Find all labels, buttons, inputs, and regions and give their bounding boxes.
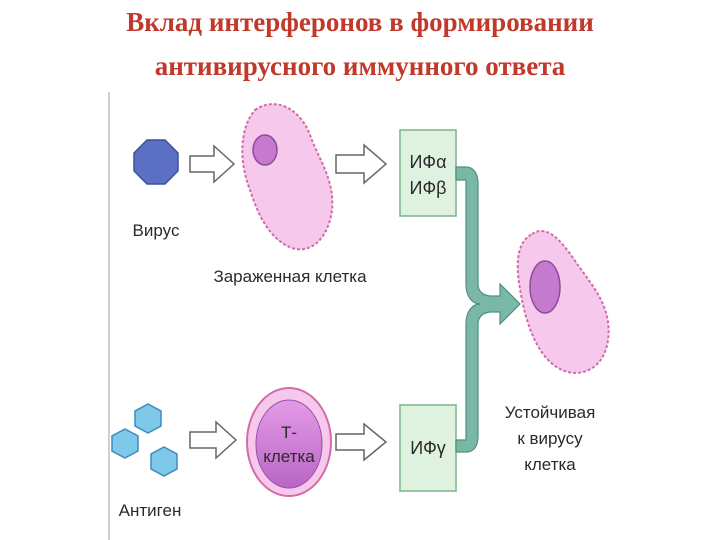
- t-cell-nucleus: [255, 399, 323, 489]
- infected-cell-label: Зараженная клетка: [213, 267, 367, 286]
- resistant-cell: [516, 230, 610, 374]
- virus-label: Вирус: [133, 221, 180, 240]
- antigen-hexagon: [150, 446, 178, 477]
- resistant-cell-nucleus: [529, 260, 561, 314]
- resistant-cell-label-line-2: к вирусу: [517, 429, 583, 448]
- ifn-alpha-label: ИФα: [409, 152, 446, 172]
- left-divider: [108, 92, 110, 540]
- ifn-gamma-label: ИФγ: [410, 438, 446, 458]
- resistant-cell-label-line-3: клетка: [524, 455, 576, 474]
- t-cell-label-line-1: Т-: [281, 423, 297, 442]
- infected-cell: [241, 103, 334, 251]
- title-line-2: антивирусного иммунного ответа: [154, 51, 566, 81]
- antigen-hexagon: [134, 403, 162, 434]
- title-line-1: Вклад интерферонов в формировании: [126, 7, 594, 37]
- arrow-virus-to-cell: [189, 144, 236, 184]
- arrow-cell-to-ifn-ab: [335, 143, 388, 185]
- antigen-label: Антиген: [119, 501, 182, 520]
- arrow-antigen-to-tcell: [189, 420, 238, 460]
- t-cell-label-line-2: клетка: [263, 447, 315, 466]
- infected-cell-nucleus: [252, 134, 278, 166]
- ifn-alpha-beta-box: [399, 129, 457, 217]
- resistant-cell-label-line-1: Устойчивая: [505, 403, 596, 422]
- ifn-gamma-box: [399, 404, 457, 492]
- ifn-beta-label: ИФβ: [410, 178, 447, 198]
- ifn-connector-arrow: [455, 166, 521, 453]
- virus-octagon: [133, 139, 179, 185]
- arrow-tcell-to-ifn-g: [335, 422, 388, 462]
- page-title: Вклад интерферонов в формировании антиви…: [0, 0, 720, 84]
- antigen-hexagon: [111, 428, 139, 459]
